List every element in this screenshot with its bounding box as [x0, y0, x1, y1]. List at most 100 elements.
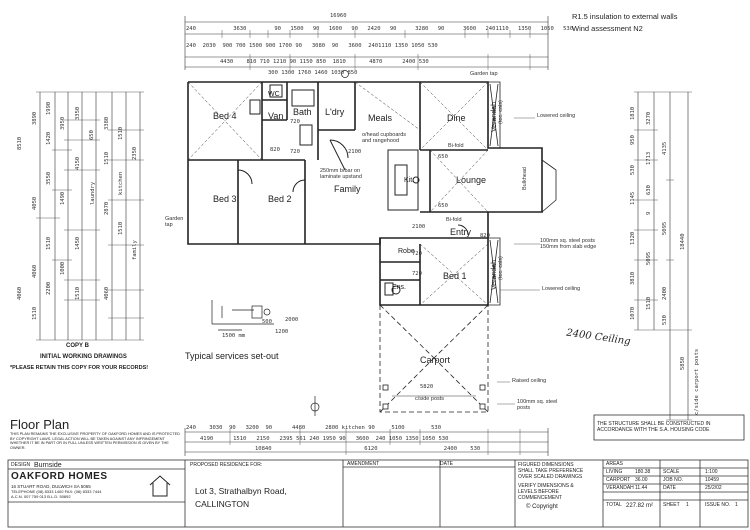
note-bifold-1: Bi-fold: [448, 143, 464, 149]
door-dim: 2100: [412, 224, 426, 230]
carport-width-dim: 5820: [420, 384, 434, 390]
company-address: 16 STUART ROAD, DULWICH SA 5065: [11, 484, 91, 489]
design-name: Burnside: [34, 462, 62, 469]
left-dim: 2350: [132, 146, 138, 160]
verify-1: VERIFY DIMENSIONS &: [518, 483, 574, 489]
house-logo-icon: [149, 475, 171, 497]
figured-3: OVER SCALED DRAWINGS: [518, 474, 583, 480]
services-dim-2: 500: [262, 319, 272, 325]
company-phone: TELEPHONE (08) 8333 1400 FAX: (08) 8333 …: [11, 489, 102, 494]
sheet-label: SHEET: [663, 502, 680, 508]
proposed-label: PROPOSED RESIDENCE FOR:: [190, 462, 263, 468]
issue-label: ISSUE NO.: [705, 502, 731, 508]
left-dim: 3890: [32, 111, 38, 125]
bottom-dims-row-b: 4190 1510 2150 2395 561 240 1950 90 3600…: [200, 436, 449, 442]
top-dims-row-d: 300 1300 1760 1460 1030 850: [268, 70, 358, 76]
room-verandah-bottom: Verandah: [491, 260, 498, 290]
right-dim: 950: [630, 135, 636, 145]
header-note-wind: Wind assessment N2: [572, 24, 643, 33]
right-dim: 2400: [662, 286, 668, 300]
left-dim-col1-a: 8510: [17, 136, 23, 150]
left-dim: 4050: [32, 196, 38, 210]
top-dims-row-c: 4430 810 710 1210 90 1150 850 1810 4870 …: [220, 59, 429, 65]
date-label: DATE: [663, 485, 676, 491]
verify-2: LEVELS BEFORE: [518, 489, 559, 495]
left-dim: 1420: [46, 131, 52, 145]
areas-label: AREAS: [606, 461, 623, 467]
scale-label: SCALE: [663, 469, 680, 475]
top-dims-row-b: 240 2030 900 700 1500 900 1700 90 3080 9…: [186, 43, 438, 49]
date-value: 25/2/02: [705, 485, 722, 491]
total-label: TOTAL: [606, 502, 622, 508]
scale-value: 1:100: [705, 469, 718, 475]
room-lounge: Lounge: [456, 175, 487, 185]
room-laundry: L'dry: [325, 107, 345, 117]
door-dim: 720: [290, 149, 300, 155]
company-name: OAKFORD HOMES: [11, 471, 108, 482]
right-dim: 1810: [630, 106, 636, 120]
door-dim: 2100: [348, 149, 362, 155]
left-dim: 3350: [75, 106, 81, 120]
left-dim: 1490: [60, 191, 66, 205]
amendment-label: AMENDMENT: [347, 461, 380, 467]
note-lowered-ceiling-1: Lowered ceiling: [537, 113, 576, 119]
left-dim: 1510: [118, 126, 124, 140]
right-dim: 9: [646, 211, 652, 215]
carport-label: CARPORT: [606, 477, 631, 483]
left-dim: 1510: [75, 286, 81, 300]
room-kitchen: Kit.: [404, 177, 415, 184]
door-dim: 720: [290, 119, 300, 125]
carport-area: 36.00: [635, 477, 648, 483]
room-bath: Bath: [293, 107, 312, 117]
room-bed1: Bed 1: [443, 271, 467, 281]
left-dim: 3950: [60, 116, 66, 130]
room-robe: Robe: [398, 248, 415, 255]
left-dim-label: family: [132, 240, 138, 260]
verandah-area: 11.44: [635, 485, 648, 491]
note-raised-ceiling: Raised ceiling: [512, 378, 547, 384]
retain-copy-label: *PLEASE RETAIN THIS COPY FOR YOUR RECORD…: [10, 365, 149, 371]
design-label: DESIGN: [11, 462, 31, 468]
verandah-top-note: (tec. cols): [498, 100, 504, 124]
door-dim: 820: [480, 233, 490, 239]
note-c-side-posts: c/side posts: [415, 396, 445, 402]
note-bar: 250mm b/bar on laminate upstand: [320, 168, 362, 181]
left-dim: 1510: [32, 306, 38, 320]
living-label: LIVING: [606, 469, 623, 475]
header-note-insulation: R1.5 insulation to external walls: [572, 12, 678, 21]
left-dim: 2870: [104, 201, 110, 215]
verandah-bottom-note: (tec. cols): [498, 256, 504, 280]
room-bed3: Bed 3: [213, 194, 237, 204]
amendment-date-label: DATE: [440, 461, 453, 467]
right-dim: 530: [662, 315, 668, 325]
note-bulkhead: Bulkhead: [522, 167, 528, 190]
room-meals: Meals: [368, 113, 393, 123]
room-family: Family: [334, 184, 361, 194]
issue-value: 1: [735, 502, 738, 508]
services-dim-1: 1500 mm: [222, 333, 246, 339]
copyright-mark: © Copyright: [526, 504, 558, 510]
left-dim: 4060: [104, 286, 110, 300]
note-garden-tap-2: Garden tap: [470, 71, 498, 77]
town: CALLINGTON: [195, 499, 250, 509]
living-area: 180.38: [635, 469, 651, 475]
left-dim: 1510: [118, 221, 124, 235]
right-dim: 5095: [646, 251, 652, 265]
left-dim: 3380: [104, 116, 110, 130]
left-dim: 2200: [46, 281, 52, 295]
right-dim: 18440: [680, 233, 686, 250]
services-dim-3: 1200: [275, 329, 289, 335]
right-dim: 1713: [646, 151, 652, 165]
room-carport: Carport: [420, 355, 451, 365]
bottom-dims-row-a: 240 3030 90 3200 90 4480 2800 kitchen 90…: [186, 425, 442, 431]
figured-1: FIGURED DIMENSIONS: [518, 462, 574, 468]
total-area: 227.82 m²: [626, 503, 654, 509]
job-label: JOB NO.: [663, 477, 684, 483]
services-dim-4: 2000: [285, 317, 299, 323]
room-ensuite: Ens.: [392, 284, 407, 291]
left-dim: 1510: [104, 151, 110, 165]
structure-note: THE STRUCTURE SHALL BE CONSTRUCTED IN AC…: [597, 421, 711, 434]
copy-label: COPY B: [66, 343, 89, 349]
left-dim: 1510: [46, 236, 52, 250]
figured-2: SHALL TAKE PREFERENCE: [518, 468, 584, 474]
